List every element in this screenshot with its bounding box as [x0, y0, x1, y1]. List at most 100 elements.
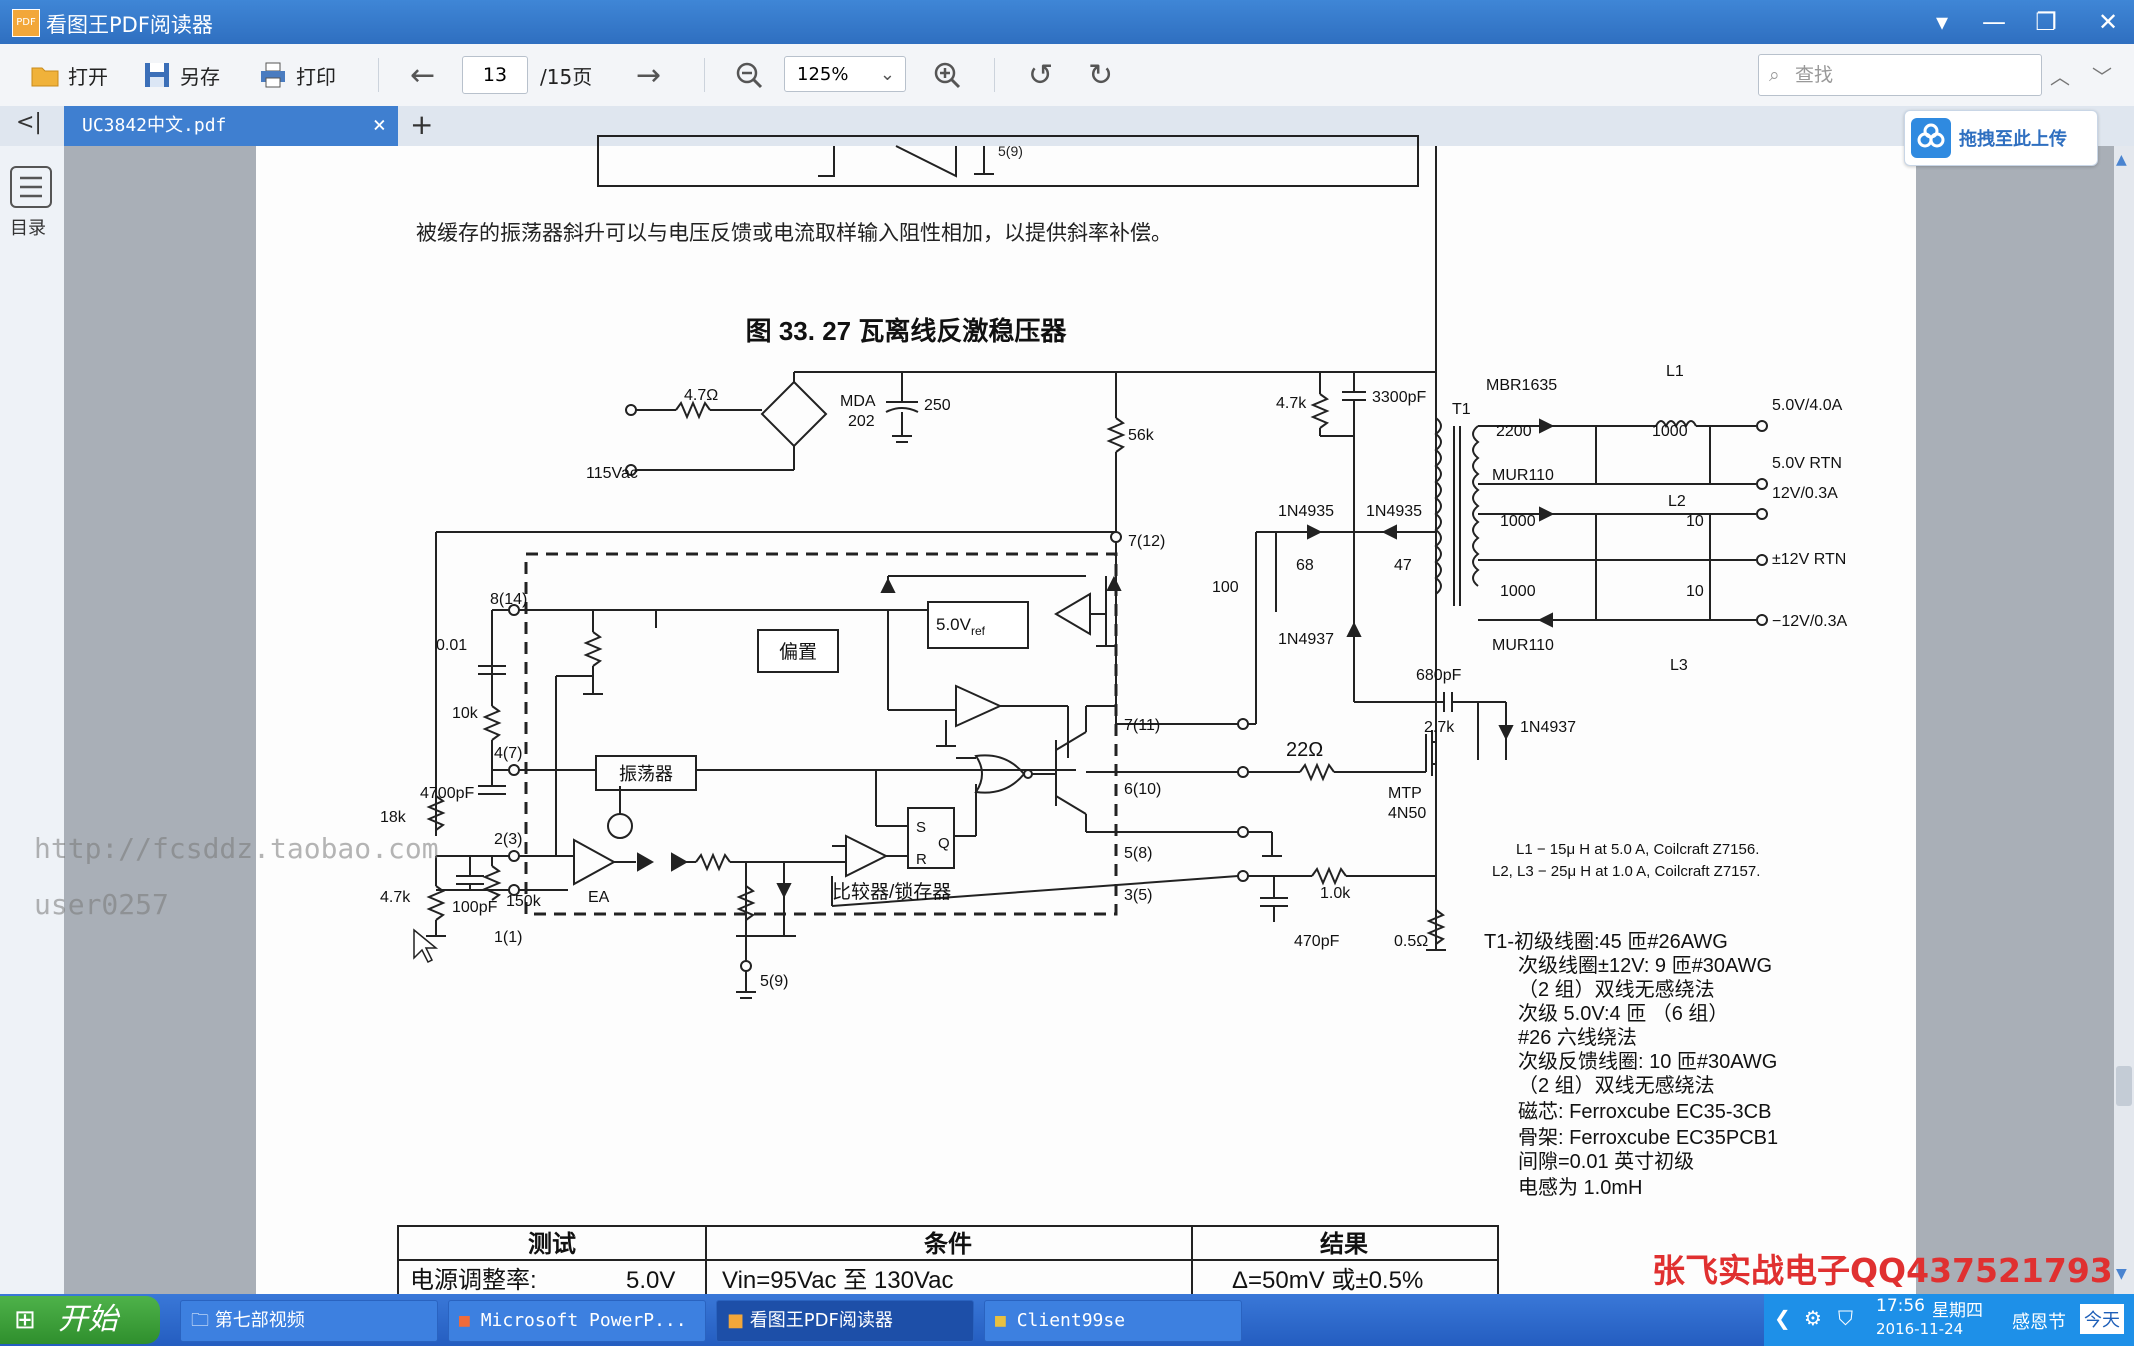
open-button[interactable]: 打开 — [30, 56, 108, 94]
toolbar-divider — [378, 58, 379, 92]
clock-time: 17:56 — [1876, 1296, 1925, 1316]
vref-label: 5.0V — [936, 615, 972, 634]
svg-text:5.0Vref: 5.0Vref — [936, 615, 986, 638]
label-r-2-7k: 2.7k — [1424, 719, 1455, 736]
today-button[interactable]: 今天 — [2080, 1304, 2124, 1334]
restore-button[interactable]: ❐ — [2035, 8, 2057, 36]
taskbar-item-label: Client99se — [1016, 1310, 1126, 1331]
tray-arrow-icon[interactable]: ❮ — [1774, 1306, 1791, 1330]
upload-button[interactable]: 拖拽至此上传 — [1904, 110, 2098, 166]
label-1n4935-a: 1N4935 — [1278, 503, 1334, 520]
table-cell: 电源调整率: — [410, 1267, 537, 1294]
label-bridge-num: 202 — [848, 413, 875, 430]
label-out-5v: 5.0V/4.0A — [1772, 397, 1843, 414]
minimize-button[interactable]: — — [1982, 8, 2006, 36]
figure-title: 图 33. 27 瓦离线反激稳压器 — [746, 316, 1068, 346]
title-bar: PDF 看图王PDF阅读器 ▾ — ❐ ✕ — [0, 0, 2134, 44]
print-button[interactable]: 打印 — [258, 56, 336, 94]
top-pin-label: 5(9) — [998, 143, 1023, 159]
search-prev-icon[interactable]: ︿ — [2050, 64, 2070, 89]
label-c-100: 100 — [1212, 579, 1239, 596]
save-as-label: 另存 — [180, 64, 220, 89]
rotate-right-icon[interactable]: ↻ — [1088, 57, 1114, 93]
close-button[interactable]: ✕ — [2097, 8, 2119, 36]
label-r-68: 68 — [1296, 557, 1314, 574]
chevron-down-icon: ⌄ — [879, 64, 895, 85]
shield-icon[interactable]: ⛉ — [1838, 1306, 1853, 1330]
tab-label: UC3842中文.pdf — [82, 115, 227, 136]
label-r-150k: 150k — [506, 893, 542, 910]
powerpoint-icon: ■ — [459, 1310, 470, 1331]
taskbar-item-label: Microsoft PowerP... — [480, 1310, 687, 1331]
t1-spec-line: 次级线圈±12V: 9 匝#30AWG — [1518, 954, 1772, 977]
dropdown-icon[interactable]: ▾ — [1935, 8, 1949, 36]
label-c-680: 680pF — [1416, 667, 1462, 684]
start-button[interactable]: ⊞ 开始 — [0, 1296, 160, 1344]
app-icon: PDF — [12, 9, 40, 37]
label-cap-3300: 3300pF — [1372, 389, 1426, 406]
search-icon: ⌕ — [1769, 64, 1780, 86]
page-total: /15页 — [540, 64, 593, 89]
zoom-out-icon[interactable] — [734, 56, 764, 94]
system-tray: ❮ ⚙ ⛉ 17:56 星期四 2016-11-24 感恩节 今天 — [1764, 1294, 2134, 1346]
toc-icon[interactable] — [10, 166, 52, 208]
zoom-in-icon[interactable] — [932, 56, 962, 94]
label-out-12v: 12V/0.3A — [1772, 485, 1838, 502]
label-c-1000-c: 1000 — [1500, 583, 1536, 600]
t1-spec-line: #26 六线绕法 — [1518, 1026, 1637, 1049]
taskbar-item-powerpoint[interactable]: ■ Microsoft PowerP... — [448, 1300, 706, 1342]
search-next-icon[interactable]: ﹀ — [2092, 64, 2112, 89]
taskbar-item-label: 第七部视频 — [214, 1310, 305, 1331]
taskbar-item-client99se[interactable]: ■ Client99se — [984, 1300, 1242, 1342]
label-pin-3-5: 3(5) — [1124, 887, 1152, 904]
t1-spec-line: 间隙=0.01 英寸初级 — [1518, 1150, 1694, 1173]
toolbar: 打开 另存 打印 ← 13 /15页 → 125% ⌄ ↺ ↻ ⌕ 查找 ︿ ﹀ — [0, 44, 2134, 107]
start-label: 开始 — [58, 1302, 118, 1337]
scroll-down-icon[interactable]: ▼ — [2116, 1266, 2127, 1282]
scroll-thumb[interactable] — [2116, 1066, 2132, 1106]
taskbar: ⊞ 开始 🗀 第七部视频 ■ Microsoft PowerP... ■ 看图王… — [0, 1294, 2134, 1346]
search-input[interactable]: ⌕ 查找 — [1758, 54, 2042, 96]
vertical-scrollbar[interactable]: ▲ ▼ — [2114, 146, 2134, 1294]
label-bridge: MDA — [840, 393, 876, 410]
next-page-icon[interactable]: → — [636, 57, 662, 93]
watermark-brand: 张飞实战电子QQ437521793 — [1652, 1251, 2113, 1290]
table-header: 条件 — [924, 1231, 972, 1258]
save-as-button[interactable]: 另存 — [142, 56, 220, 94]
tab-active-document[interactable]: UC3842中文.pdf × — [64, 106, 398, 146]
table-cell: 5.0V — [626, 1267, 675, 1294]
print-label: 打印 — [296, 64, 336, 89]
label-out-5v-rtn: 5.0V RTN — [1772, 455, 1842, 472]
taskbar-item-label: 看图王PDF阅读器 — [749, 1310, 893, 1331]
search-placeholder: 查找 — [1795, 64, 1834, 86]
sidebar-toggle[interactable]: <| — [16, 110, 42, 135]
bias-label: 偏置 — [779, 641, 817, 663]
taskbar-item-pdf-reader[interactable]: ■ 看图王PDF阅读器 — [716, 1300, 974, 1342]
page-number-input[interactable]: 13 — [462, 56, 528, 94]
clock-date: 2016-11-24 — [1876, 1320, 1964, 1338]
zoom-select[interactable]: 125% ⌄ — [784, 56, 906, 92]
schematic-labels: 115Vac 4.7Ω MDA 202 250 56k 7(12) 4.7k 3… — [380, 363, 1848, 990]
label-l1: L1 — [1666, 363, 1684, 380]
body-paragraph: 被缓存的振荡器斜升可以与电压反馈或电流取样输入阻性相加，以提供斜率补偿。 — [416, 222, 1172, 245]
label-mur110-b: MUR110 — [1492, 637, 1554, 654]
tab-close-icon[interactable]: × — [372, 113, 386, 138]
label-out-neg12: −12V/0.3A — [1772, 613, 1848, 630]
pdf-app-icon: ■ — [727, 1310, 745, 1331]
watermark-user: user0257 — [34, 888, 169, 921]
new-tab-button[interactable]: + — [410, 108, 434, 141]
scroll-up-icon[interactable]: ▲ — [2116, 152, 2127, 168]
t1-spec-line: 电感为 1.0mH — [1518, 1176, 1642, 1199]
taskbar-item-folder[interactable]: 🗀 第七部视频 — [180, 1300, 438, 1342]
label-r-input: 4.7Ω — [684, 387, 718, 404]
label-l2: L2 — [1668, 493, 1686, 510]
rotate-left-icon[interactable]: ↺ — [1028, 57, 1054, 93]
client99se-icon: ■ — [995, 1310, 1006, 1331]
vref-sub: ref — [971, 624, 986, 638]
bias-block — [757, 629, 839, 673]
table-header: 测试 — [528, 1231, 576, 1258]
network-icon[interactable]: ⚙ — [1804, 1306, 1822, 1330]
test-table: 测试 条件 结果 电源调整率: 5.0V Vin=95Vac 至 130Vac … — [397, 1225, 1499, 1307]
document-viewer[interactable]: 5(9) 被缓存的振荡器斜升可以与电压反馈或电流取样输入阻性相加，以提供斜率补偿… — [34, 135, 2114, 1307]
prev-page-icon[interactable]: ← — [410, 57, 436, 93]
